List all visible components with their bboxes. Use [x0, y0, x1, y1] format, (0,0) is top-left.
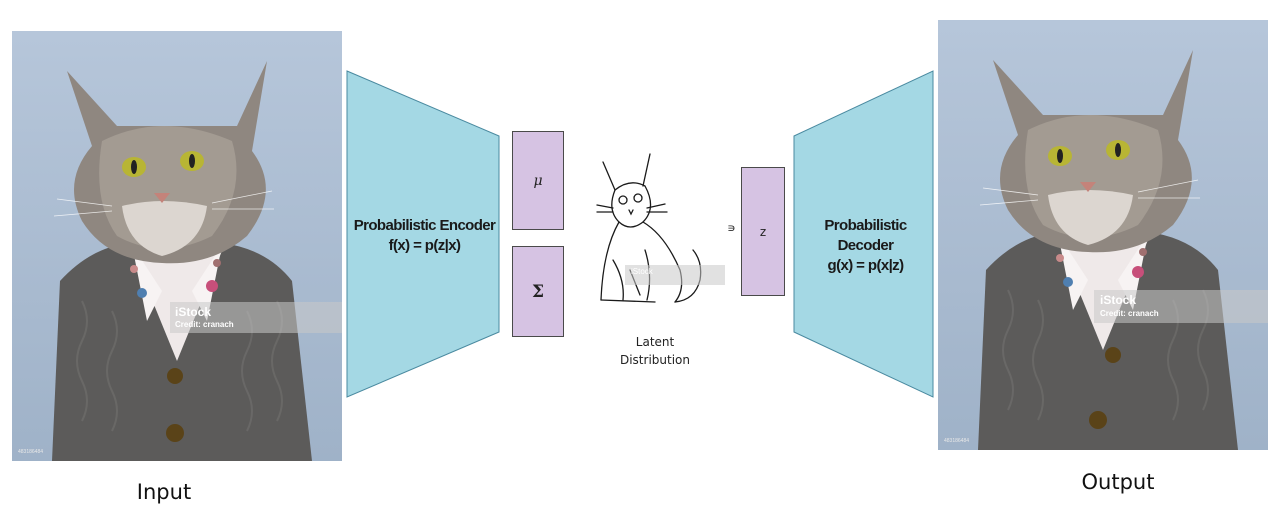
- watermark-bar: [1094, 290, 1268, 323]
- watermark-brand: iStock: [175, 305, 212, 319]
- mu-box: μ: [512, 131, 564, 230]
- input-photo: iStock Credit: cranach 483186484: [12, 31, 342, 461]
- z-box: z: [741, 167, 785, 296]
- encoder-formula: f(x) = p(z|x): [388, 237, 461, 254]
- encoder-label: Probabilistic Encoder f(x) = p(z|x): [352, 216, 497, 256]
- latent-label: Latent Distribution: [600, 333, 710, 369]
- output-caption: Output: [1081, 470, 1155, 494]
- stock-id: 483186484: [18, 449, 44, 455]
- sigma-box: Σ: [512, 246, 564, 337]
- watermark-bar: [170, 302, 342, 333]
- mu-label: μ: [533, 172, 543, 189]
- latent-label-line1: Latent: [635, 335, 675, 349]
- encoder-title: Probabilistic Encoder: [353, 217, 496, 234]
- decoder-title: Probabilistic Decoder: [824, 217, 907, 254]
- watermark-credit: Credit: cranach: [1100, 309, 1159, 318]
- stock-id: 483186484: [944, 438, 970, 444]
- latent-sketch: iStock: [585, 150, 725, 310]
- sketch-watermark-brand: iStock: [631, 267, 653, 276]
- decoder-formula: g(x) = p(x|z): [827, 257, 905, 274]
- sigma-label: Σ: [531, 281, 545, 302]
- decoder-trapezoid: [793, 70, 934, 398]
- cat-photo-icon: [938, 20, 1268, 450]
- encoder-trapezoid: [346, 70, 500, 398]
- output-photo: iStock Credit: cranach 483186484: [938, 20, 1268, 450]
- latent-label-line2: Distribution: [619, 353, 690, 367]
- watermark-brand: iStock: [1100, 293, 1137, 307]
- epsilon-symbol: ∍: [727, 221, 736, 235]
- input-caption: Input: [136, 480, 192, 504]
- cat-photo-icon: [12, 31, 342, 461]
- z-label: z: [759, 224, 767, 239]
- decoder-label: Probabilistic Decoder g(x) = p(x|z): [798, 216, 933, 276]
- watermark-credit: Credit: cranach: [175, 320, 234, 329]
- cat-sketch-icon: [596, 153, 725, 303]
